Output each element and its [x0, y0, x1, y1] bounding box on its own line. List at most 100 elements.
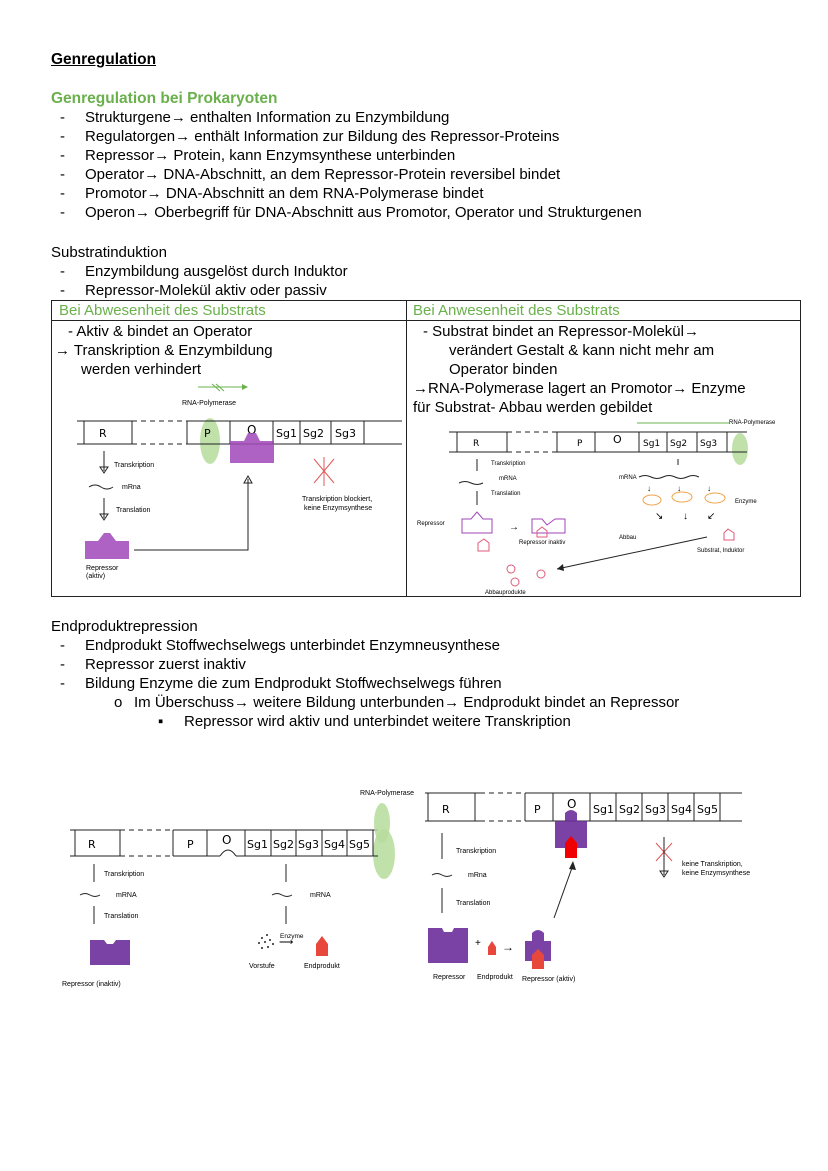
enzyme-shape [704, 492, 726, 504]
binding-arrow [134, 479, 249, 551]
gene-label: Sg2 [670, 439, 687, 449]
gene-label: Sg2 [303, 427, 324, 440]
gene-label: R [442, 803, 450, 816]
diagram-substrat-absent: RNA-Polymerase R P O Sg1 Sg2 Sg3 Transkr… [77, 383, 402, 580]
label-repressor: Repressor [433, 974, 466, 981]
arrow-icon: → [509, 522, 519, 533]
heading-endprodukt: Endproduktrepression [51, 618, 198, 635]
dna-strand [425, 792, 742, 822]
cell-text: - Aktiv & bindet an Operator [68, 323, 253, 340]
enzyme-shape [642, 494, 662, 506]
gene-label: Sg4 [324, 838, 345, 851]
list-item: Repressor zuerst inaktiv [85, 656, 246, 673]
arrow-icon [569, 861, 576, 870]
rna-polymerase-label: RNA-Polymerase [729, 420, 776, 426]
label-translation: Translation [104, 913, 138, 920]
gene-label: P [187, 838, 194, 851]
label-abbauprodukte: Abbauprodukte [485, 590, 526, 596]
arrow-icon: ↓ [683, 511, 688, 522]
label-repressor-inaktiv: Repressor inaktiv [519, 540, 565, 546]
table-head-right: Bei Anwesenheit des Substrats [413, 302, 620, 319]
arrow-icon: ↙ [707, 511, 715, 522]
label-repressor: Repressor [86, 565, 119, 572]
label-endprodukt: Endprodukt [477, 974, 513, 981]
mrna-wave [458, 481, 484, 485]
label-aktiv: (aktiv) [86, 573, 105, 580]
abbau-arrow [556, 536, 708, 570]
gene-label: Sg1 [247, 838, 268, 851]
blocked-cross-icon [313, 457, 335, 486]
label-mrna: mRNA [619, 475, 637, 481]
rna-polymerase-blob [200, 418, 220, 464]
label-transkription: Transkription [456, 848, 496, 855]
diagram-substrat-present: RNA-Polymerase R P O Sg1 Sg2 Sg3 Transkr… [417, 420, 776, 596]
gene-label: Sg5 [697, 803, 718, 816]
list-item: Promotor→ DNA-Abschnitt an dem RNA-Polym… [85, 185, 484, 202]
label-mrna: mRNA [310, 892, 331, 899]
diagram-endprodukt-aktiv: RNA-Polymerase R P O Sg1 Sg2 Sg3 Sg4 Sg5… [360, 790, 750, 983]
repressor-shape [90, 940, 130, 965]
arrow-icon [99, 513, 109, 521]
arrow-icon [659, 870, 669, 878]
endprodukt-shape [532, 949, 544, 969]
endprodukt-shape [316, 936, 328, 956]
rna-polymerase-blob [732, 433, 748, 465]
label-abbau: Abbau [619, 535, 636, 541]
gene-label: P [534, 803, 541, 816]
gene-label: Sg1 [276, 427, 297, 440]
rna-polymerase-arrow [198, 383, 248, 392]
table-divider [52, 320, 800, 321]
mrna-wave [79, 893, 101, 897]
repressor-bound-shape [230, 433, 274, 463]
gene-label: Sg3 [645, 803, 666, 816]
gene-label: P [577, 439, 583, 449]
label-blocked: keine Enzymsynthese [304, 505, 372, 512]
arrow-icon: ↘ [655, 511, 663, 522]
arrow-icon: ↓ [677, 484, 681, 493]
diagram-endprodukt-inaktiv: R P O Sg1 Sg2 Sg3 Sg4 Sg5 Transkription … [62, 829, 395, 988]
list-item: Operon→ Oberbegriff für DNA-Abschnitt au… [85, 204, 642, 221]
arrow-icon: ↓ [647, 484, 651, 493]
binding-arrow [553, 864, 574, 919]
gene-label: O [222, 833, 231, 847]
list-item-sub: Im Überschuss→ weitere Bildung unterbund… [134, 694, 680, 711]
label-repressor-aktiv: Repressor (aktiv) [522, 976, 575, 983]
gene-label: Sg1 [643, 439, 660, 449]
label-endprodukt: Endprodukt [304, 963, 340, 970]
gene-label: O [247, 423, 256, 437]
list-item: Enzymbildung ausgelöst durch Induktor [85, 263, 348, 280]
arrow-icon [557, 564, 564, 571]
repressor-shape [461, 511, 493, 534]
dna-strand [70, 829, 378, 857]
arrow-icon: → [502, 940, 514, 954]
cell-text: - Substrat bindet an Repressor-Molekül→ [423, 323, 699, 340]
list-item: Strukturgene→ enthalten Information zu E… [85, 109, 450, 126]
label-repressor-inaktiv: Repressor (inaktiv) [62, 981, 121, 988]
table-head-left: Bei Abwesenheit des Substrats [59, 302, 266, 319]
list-item: Repressor-Molekül aktiv oder passiv [85, 282, 327, 299]
arrow-icon: ↓ [707, 484, 711, 493]
gene-label: Sg3 [335, 427, 356, 440]
endprodukt-bound-shape [565, 836, 577, 858]
gene-label: Sg3 [298, 838, 319, 851]
substrat-shape [723, 528, 735, 541]
abbauprodukt-circle [506, 564, 516, 574]
cell-text: Operator binden [449, 361, 558, 378]
repressor-aktiv-shape [525, 930, 551, 961]
label-substrat: Substrat, Induktor [697, 548, 744, 554]
bullet-square-icon: ▪ [158, 713, 164, 730]
mrna-wave [431, 873, 453, 877]
label-enzyme: Enzyme [280, 933, 304, 940]
mrna-wave [638, 475, 700, 479]
gene-label: R [473, 439, 479, 449]
rna-polymerase-blob [374, 803, 390, 843]
label-mrna: mRna [468, 872, 487, 879]
cell-text: werden verhindert [81, 361, 202, 378]
gene-label: R [88, 838, 96, 851]
gene-label: Sg4 [671, 803, 692, 816]
gene-label: P [204, 427, 211, 440]
mrna-wave [88, 484, 114, 490]
repressor-shape [428, 928, 468, 963]
list-item: Bildung Enzyme die zum Endprodukt Stoffw… [85, 675, 502, 692]
dna-strand [77, 420, 402, 445]
